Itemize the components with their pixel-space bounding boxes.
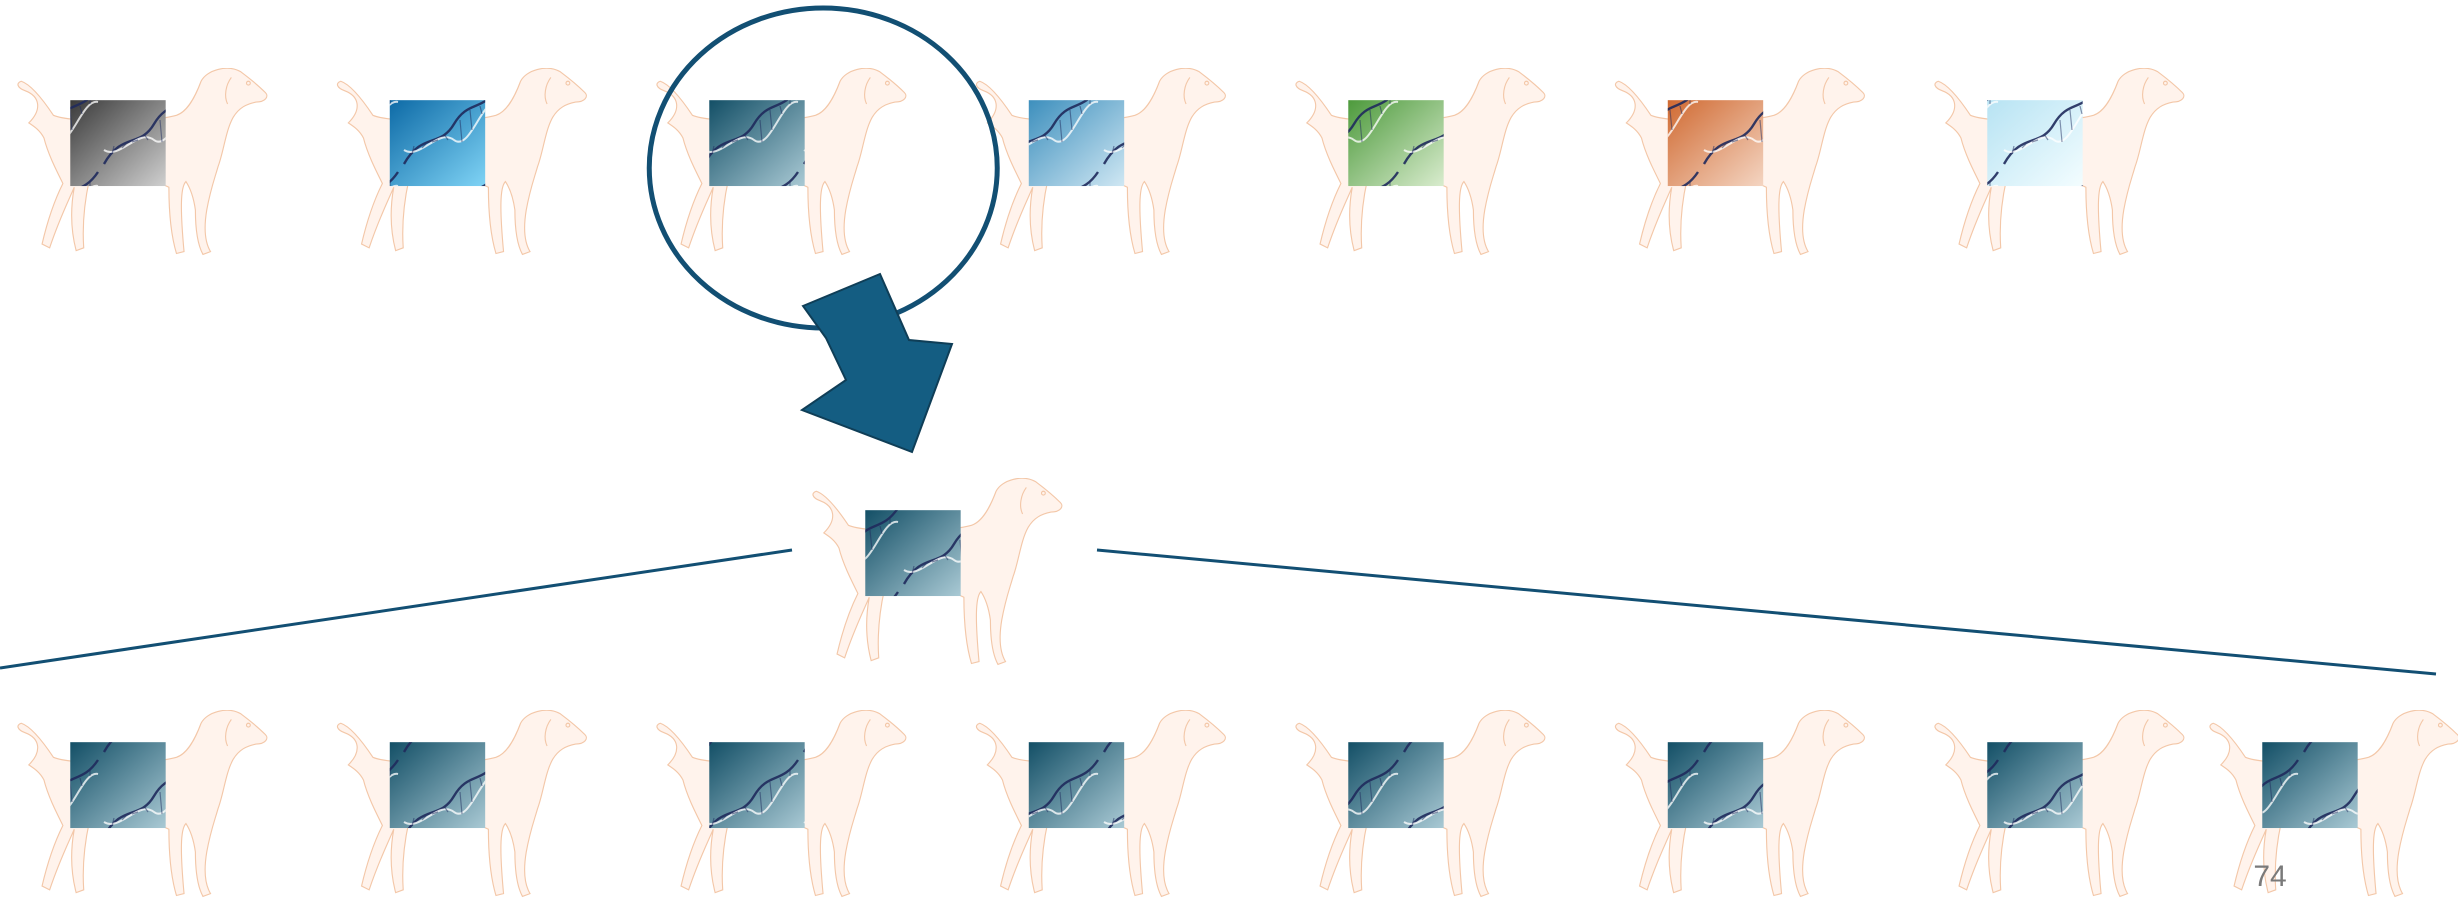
bottom-row-dogs [18, 710, 2458, 896]
top-row-dogs [18, 68, 2184, 254]
bottom-dog-2 [337, 710, 586, 896]
top-dog-7 [1935, 68, 2184, 254]
page-number: 74 [2230, 860, 2310, 894]
dna-helix-icon [1987, 742, 2082, 828]
dna-helix-icon [1668, 742, 1763, 828]
dna-helix-icon [390, 742, 485, 828]
connector-line-left [0, 550, 792, 668]
bottom-dog-1 [18, 710, 267, 896]
top-dog-2 [337, 68, 586, 254]
bottom-dog-7 [1935, 710, 2184, 896]
dna-helix-icon [390, 100, 485, 186]
top-dog-1 [18, 68, 267, 254]
top-dog-3 [657, 68, 906, 254]
dna-helix-icon [70, 742, 165, 828]
dna-helix-icon [1987, 100, 2082, 186]
dna-helix-icon [1348, 742, 1443, 828]
selection-overlay [649, 8, 997, 452]
dna-helix-icon [1668, 100, 1763, 186]
dna-helix-icon [709, 742, 804, 828]
dna-helix-icon [2262, 742, 2357, 828]
top-dog-4 [976, 68, 1225, 254]
top-dog-6 [1615, 68, 1864, 254]
connector-lines [0, 550, 2436, 674]
bottom-dog-3 [657, 710, 906, 896]
dna-helix-icon [1029, 742, 1124, 828]
arrow-down-icon [802, 274, 952, 452]
bottom-dog-6 [1615, 710, 1864, 896]
connector-line-right [1097, 550, 2436, 674]
top-dog-5 [1296, 68, 1545, 254]
center-dog [813, 478, 1062, 664]
dna-helix-icon [865, 510, 960, 596]
dna-helix-icon [1348, 100, 1443, 186]
dna-helix-icon [70, 100, 165, 186]
dna-helix-icon [709, 100, 804, 186]
selected-dog-enlarged [813, 478, 1062, 664]
bottom-dog-5 [1296, 710, 1545, 896]
dna-helix-icon [1029, 100, 1124, 186]
bottom-dog-4 [976, 710, 1225, 896]
